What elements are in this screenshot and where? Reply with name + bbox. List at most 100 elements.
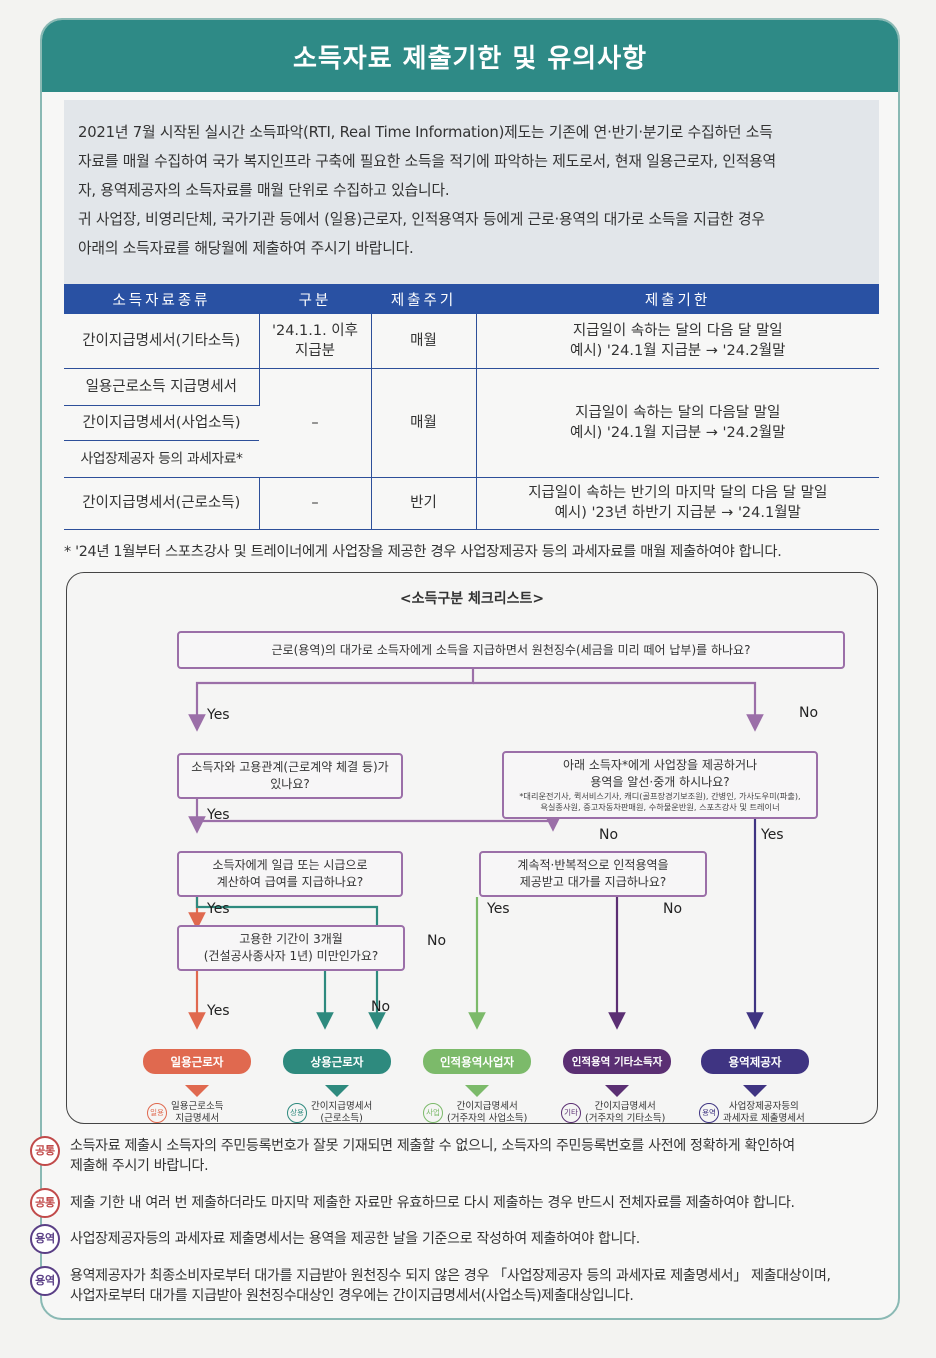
question-continuous: 계속적·반복적으로 인적용역을 제공받고 대가를 지급하나요?: [479, 851, 707, 897]
cell-type: 간이지급명세서(사업소득): [64, 405, 259, 441]
question-text: 소득자에게 일급 또는 시급으로: [212, 858, 368, 872]
cell-type: 사업장제공자 등의 과세자료*: [64, 440, 259, 478]
cell-line: 지급일이 속하는 반기의 마지막 달의 다음 달 말일: [528, 485, 828, 501]
note-item: 용역 사업장제공자등의 과세자료 제출명세서는 용역을 제공한 날을 기준으로 …: [30, 1224, 640, 1254]
note-item: 공통 소득자료 제출시 소득자의 주민등록번호가 잘못 기재되면 제출할 수 없…: [30, 1136, 795, 1176]
yes-label: Yes: [207, 901, 230, 917]
doc-text: (거주자의 사업소득): [447, 1113, 528, 1124]
common-badge-icon: 공통: [30, 1188, 60, 1218]
cell-cycle: 매월: [371, 368, 477, 478]
question-period: 고용한 기간이 3개월 (건설공사종사자 1년) 미만인가요?: [177, 925, 405, 971]
intro-line: 2021년 7월 시작된 실시간 소득파악(RTI, Real Time Inf…: [78, 124, 773, 141]
cell-line: 예시) '24.1월 지급분 → '24.2월말: [569, 342, 786, 359]
doc-text: 과세자료 제출명세서: [723, 1113, 805, 1124]
result-daily-worker: 일용근로자: [143, 1049, 251, 1074]
cell-line: '24.1.1. 이후: [271, 322, 358, 339]
connector: [188, 669, 475, 732]
yes-label: Yes: [207, 807, 230, 823]
no-label: No: [799, 705, 819, 721]
question-text: 소득자와 고용관계(근로계약 체결 등)가: [191, 760, 389, 774]
down-arrow: [465, 1085, 489, 1097]
footnote: * '24년 1월부터 스포츠강사 및 트레이너에게 사업장을 제공한 경우 사…: [64, 544, 782, 560]
cell-division: –: [259, 477, 372, 530]
question-employment: 소득자와 고용관계(근로계약 체결 등)가 있나요?: [177, 753, 403, 799]
doc-text: 간이지급명세서: [594, 1101, 656, 1112]
connector: [195, 799, 562, 832]
table-row: 간이지급명세서(사업소득): [64, 405, 879, 441]
no-label: No: [599, 827, 619, 843]
question-text: 계속적·반복적으로 인적용역을: [517, 858, 669, 872]
question-text: 계산하여 급여를 지급하나요?: [216, 875, 364, 889]
note-text: 사업장제공자등의 과세자료 제출명세서는 용역을 제공한 날을 기준으로 작성하…: [70, 1231, 640, 1247]
result-doc: 기타 간이지급명세서(거주자의 기타소득): [561, 1101, 665, 1125]
question-note: *대리운전기사, 퀵서비스기사, 캐디(골프장경기보조원), 간병인, 가사도우…: [519, 791, 801, 801]
question-workplace: 아래 소득자*에게 사업장을 제공하거나 용역을 알선·중개 하시나요? *대리…: [502, 751, 818, 819]
result-doc: 사업 간이지급명세서(거주자의 사업소득): [423, 1101, 527, 1125]
note-text: 제출 기한 내 여러 번 제출하더라도 마지막 제출한 자료만 유효하므로 다시…: [70, 1195, 795, 1211]
table-header: 소득자료종류 구분 제출주기 제출기한: [64, 284, 879, 314]
intro-line: 자, 용역제공자의 소득자료를 매월 단위로 수집하고 있습니다.: [78, 182, 450, 199]
cell-line: 예시) '23년 하반기 지급분 → '24.1월말: [554, 505, 801, 521]
down-arrow: [325, 1085, 349, 1097]
common-badge-icon: 공통: [30, 1136, 60, 1166]
note-text: 소득자료 제출시 소득자의 주민등록번호가 잘못 기재되면 제출할 수 없으니,…: [70, 1138, 795, 1154]
question-text: 고용한 기간이 3개월: [239, 932, 343, 946]
question-text: 근로(용역)의 대가로 소득자에게 소득을 지급하면서 원천징수(세금을 미리 …: [271, 642, 751, 657]
intro-line: 아래의 소득자료를 해당월에 제출하여 주시기 바랍니다.: [78, 240, 414, 257]
deadline-table: 소득자료종류 구분 제출주기 제출기한 간이지급명세서(기타소득) '24.1.…: [64, 284, 879, 530]
doc-badge-icon: 용역: [699, 1103, 719, 1123]
cell-line: 지급일이 속하는 달의 다음 달 말일: [572, 322, 783, 339]
note-item: 용역 용역제공자가 최종소비자로부터 대가를 지급받아 원천징수 되지 않은 경…: [30, 1266, 831, 1306]
result-service-business: 인적용역사업자: [423, 1049, 531, 1074]
header-deadline: 제출기한: [476, 284, 879, 314]
page-title: 소득자료 제출기한 및 유의사항: [42, 20, 898, 92]
no-label: No: [427, 933, 447, 949]
table-row: 간이지급명세서(근로소득) – 반기 지급일이 속하는 반기의 마지막 달의 다…: [64, 477, 879, 530]
question-text: (건설공사종사자 1년) 미만인가요?: [203, 949, 379, 963]
doc-badge-icon: 일용: [147, 1103, 167, 1123]
doc-badge-icon: 상용: [287, 1103, 307, 1123]
result-service-provider: 용역제공자: [701, 1049, 809, 1074]
no-label: No: [663, 901, 683, 917]
question-daily-wage: 소득자에게 일급 또는 시급으로 계산하여 급여를 지급하나요?: [177, 851, 403, 897]
doc-badge-icon: 사업: [423, 1103, 443, 1123]
header-type: 소득자료종류: [64, 284, 259, 314]
question-text: 용역을 알선·중개 하시나요?: [590, 775, 730, 789]
question-withholding: 근로(용역)의 대가로 소득자에게 소득을 지급하면서 원천징수(세금을 미리 …: [177, 631, 845, 669]
checklist-title: <소득구분 체크리스트>: [399, 591, 545, 607]
intro-text: 2021년 7월 시작된 실시간 소득파악(RTI, Real Time Inf…: [64, 100, 879, 288]
cell-division: –: [259, 368, 372, 478]
doc-text: 간이지급명세서: [311, 1101, 373, 1112]
cell-cycle: 매월: [371, 314, 477, 369]
result-arrows: [185, 1085, 767, 1097]
question-text: 아래 소득자*에게 사업장을 제공하거나: [562, 758, 758, 772]
question-note: 욕실종사원, 중고자동차판매원, 수하물운반원, 스포츠강사 및 트레이너: [540, 802, 780, 812]
result-other-income: 인적용역 기타소득자: [563, 1049, 671, 1074]
intro-line: 자료를 매월 수집하여 국가 복지인프라 구축에 필요한 소득을 적기에 파악하…: [78, 153, 776, 170]
note-text: 용역제공자가 최종소비자로부터 대가를 지급받아 원천징수 되지 않은 경우 「…: [70, 1268, 831, 1284]
cell-line: 예시) '24.1월 지급분 → '24.2월말: [569, 424, 786, 441]
cell-cycle: 반기: [371, 477, 477, 530]
note-text: 사업자로부터 대가를 지급받아 원천징수대상인 경우에는 간이지급명세서(사업소…: [70, 1288, 634, 1304]
table-row: 사업장제공자 등의 과세자료*: [64, 440, 879, 478]
notice-card: 소득자료 제출기한 및 유의사항 2021년 7월 시작된 실시간 소득파악(R…: [40, 18, 900, 1320]
service-badge-icon: 용역: [30, 1224, 60, 1254]
doc-badge-icon: 기타: [561, 1103, 581, 1123]
note-text: 제출해 주시기 바랍니다.: [70, 1158, 209, 1174]
yes-label: Yes: [207, 707, 230, 723]
cell-line: 지급분: [294, 342, 336, 359]
cell-type: 일용근로소득 지급명세서: [64, 368, 260, 406]
no-label: No: [371, 999, 391, 1015]
down-arrow: [743, 1085, 767, 1097]
intro-line: 귀 사업장, 비영리단체, 국가기관 등에서 (일용)근로자, 인적용역자 등에…: [78, 211, 765, 228]
doc-text: (근로소득): [320, 1113, 363, 1124]
cell-type: 간이지급명세서(기타소득): [64, 314, 260, 369]
down-arrow: [185, 1085, 209, 1097]
